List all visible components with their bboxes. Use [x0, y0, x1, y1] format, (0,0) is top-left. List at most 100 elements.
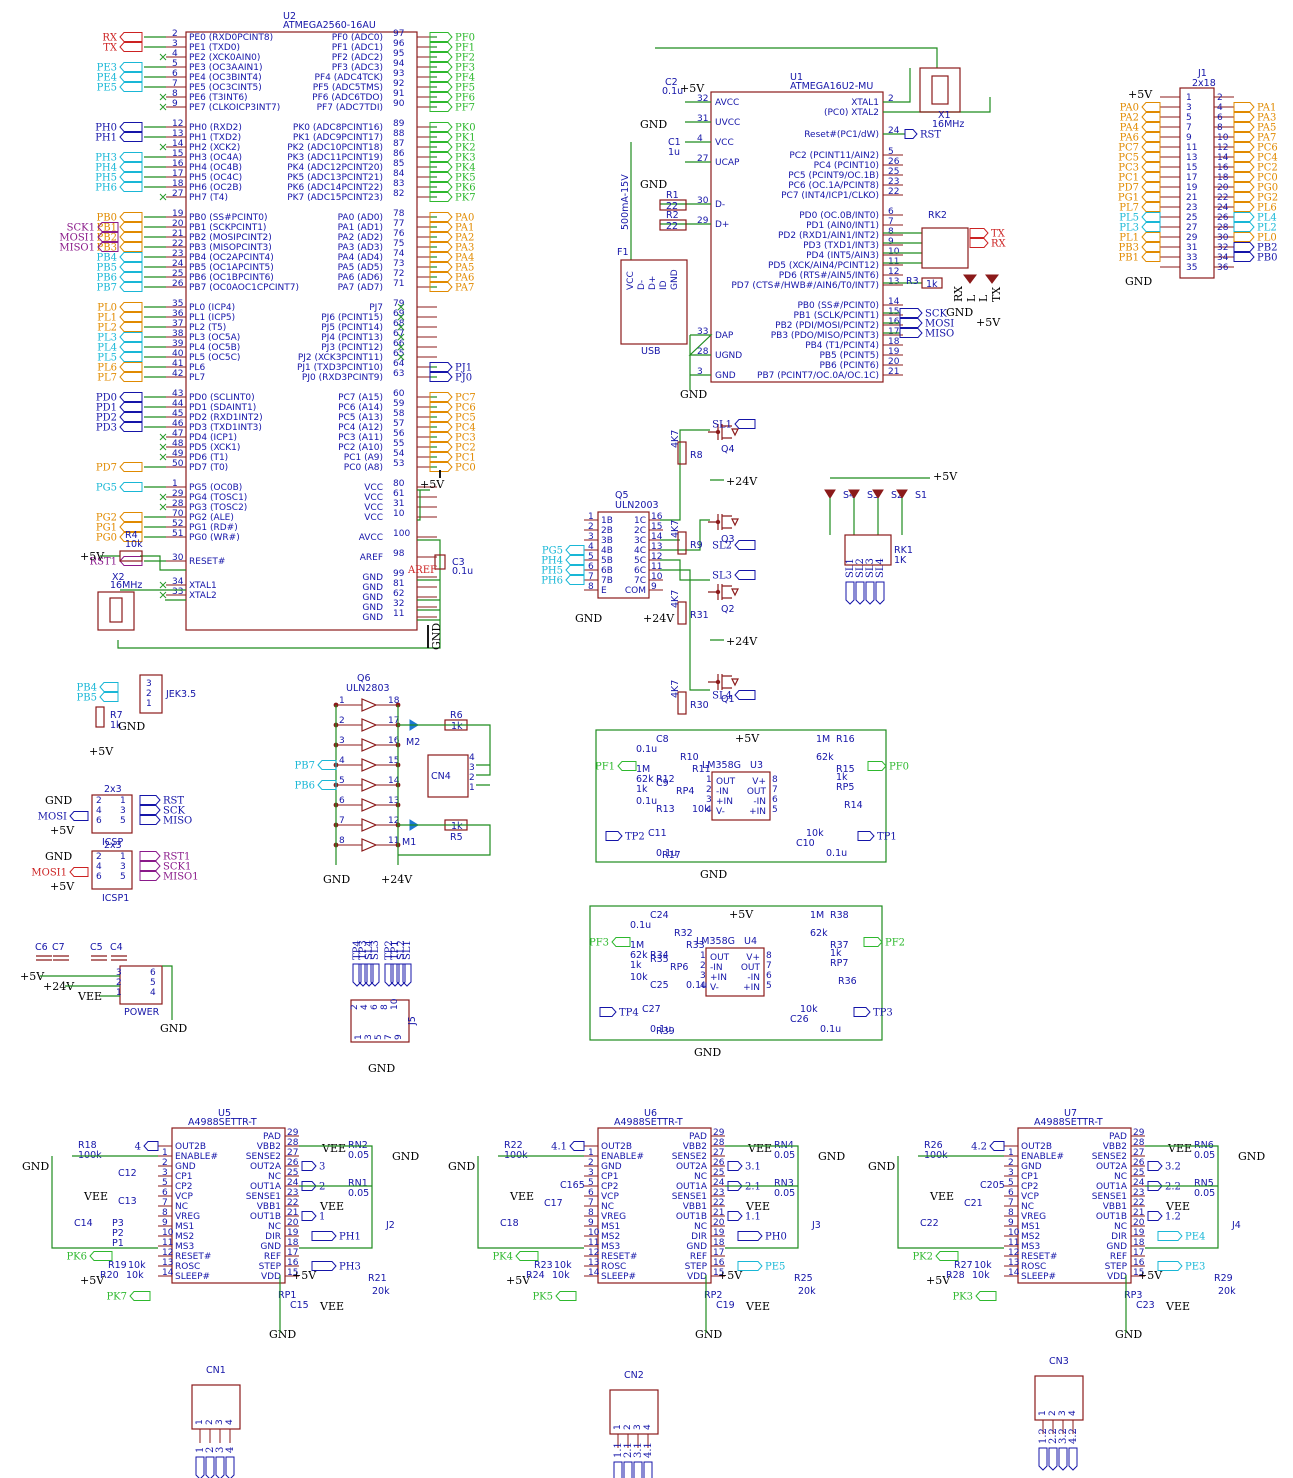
- driver-pin-number: 17: [713, 1248, 724, 1258]
- connector-pin-number: 4: [1068, 1410, 1078, 1416]
- jek-pin-number: 3: [146, 679, 152, 689]
- opamp-part-label: R39: [656, 1026, 675, 1037]
- driver-pin-name: SLEEP#: [175, 1272, 210, 1282]
- power-body: [119, 965, 163, 1005]
- driver-pin-number: 1: [162, 1148, 168, 1158]
- power-pin-number: 1: [116, 988, 122, 998]
- icsp-gnd: GND: [45, 794, 72, 807]
- driver-pin-name: VREG: [175, 1212, 200, 1222]
- net-flag-pf1: [617, 761, 637, 771]
- driver-pin-name: SENSE1: [1092, 1192, 1127, 1202]
- u2-pin-name: PE7 (CLKOICP3INT7): [189, 103, 280, 113]
- net-label-3: 3: [215, 1447, 226, 1453]
- driver-part-label: R28: [946, 1270, 965, 1281]
- net-flag-tp2: [605, 831, 623, 841]
- driver-pin-number: 9: [1008, 1218, 1014, 1228]
- u1-gnd-4: GND: [946, 306, 973, 319]
- net-flag-rst: [904, 129, 918, 139]
- driver-pin-number: 1: [588, 1148, 594, 1158]
- u2-pin-number: 79: [393, 299, 405, 309]
- u2-pin-name: PA2 (AD2): [338, 233, 383, 243]
- driver-pin-number: 9: [588, 1218, 594, 1228]
- net-label-rst1: RST1: [163, 852, 190, 863]
- driver-pin-name: VBB1: [1103, 1202, 1127, 1212]
- u2-pin-name: PE6 (T3INT6): [189, 93, 248, 103]
- opamp-pin-number: 1: [700, 951, 706, 961]
- driver-pin-number: 16: [713, 1258, 725, 1268]
- net-label-mosi: MOSI: [38, 812, 67, 823]
- driver-pin-number: 21: [287, 1208, 298, 1218]
- driver-pin-name: STEP: [259, 1262, 282, 1272]
- net-label-pl3: PL3: [97, 333, 117, 344]
- net-flag-pc0: [1233, 172, 1255, 182]
- net-flag-pa4: [429, 252, 453, 262]
- driver-part-label: R23: [534, 1260, 553, 1271]
- driver-part-label: J3: [811, 1220, 821, 1231]
- x2-value: 16MHz: [110, 580, 142, 591]
- opamp-part-label: C9: [656, 778, 669, 789]
- u2-pin-name: PF0 (ADC0): [332, 33, 383, 43]
- driver-pin-name: RESET#: [601, 1252, 637, 1262]
- net-label-pg0: PG0: [1257, 183, 1278, 194]
- aref-flag: AREF: [407, 565, 437, 576]
- driver-pin-number: 28: [1133, 1138, 1145, 1148]
- net-label-pl6: PL6: [97, 363, 117, 374]
- icsp-p5v: +5V: [50, 880, 75, 893]
- u2-pin-name: PG5 (OC0B): [189, 483, 242, 493]
- u1-pin-name: (PC0) XTAL2: [824, 108, 879, 118]
- opamp-part-label: 62k: [816, 752, 834, 763]
- net-label-ph1: PH1: [95, 133, 117, 144]
- rk1-array: [844, 534, 892, 566]
- opamp-pin-number: 5: [772, 805, 778, 815]
- u2-pin-number: 95: [393, 49, 404, 59]
- u1-pin-number: 5: [888, 147, 894, 157]
- net-label-sl1: SL1: [712, 420, 732, 431]
- opamp-part-label: RP5: [836, 782, 854, 793]
- u2-pin-name: PE0 (RXD0PCINT8): [189, 33, 273, 43]
- u2-pin-name: PC5 (A13): [338, 413, 383, 423]
- u1-pin-name: D+: [715, 220, 729, 230]
- u2-pin-name: PC2 (A10): [338, 443, 383, 453]
- net-flag-2: [301, 1181, 317, 1191]
- net-flag-pb2: [1233, 242, 1255, 252]
- net-flag-pd7: [1141, 182, 1161, 192]
- u2-pin-name: PH3 (OC4A): [189, 153, 242, 163]
- net-label-pa6: PA6: [1120, 133, 1139, 144]
- net-label-pa2: PA2: [1120, 113, 1139, 124]
- u2-pin-number: 10: [393, 509, 405, 519]
- net-flag-sl3: [734, 570, 756, 580]
- u2-pin-name: PK1 (ADC9PCINT17): [293, 133, 383, 143]
- c1-ref: C1: [668, 137, 681, 148]
- j1-gnd: GND: [1125, 275, 1152, 288]
- u2-pin-name: PH2 (XCK2): [189, 143, 240, 153]
- net-label-pb1: PB1: [97, 223, 117, 234]
- net-flag-3: [215, 1456, 225, 1478]
- u1-pin-name: GND: [715, 371, 736, 381]
- u2-pin-number: 83: [393, 179, 404, 189]
- x2-crystal: [97, 591, 135, 631]
- gate-res-r30: [677, 691, 687, 715]
- c3-ref: C3: [452, 557, 465, 568]
- q6-in-pin: 4: [339, 756, 345, 766]
- icsp-ref: ICSP1: [102, 893, 129, 904]
- net-label-pa5: PA5: [455, 263, 474, 274]
- opamp-part-label: C8: [656, 734, 669, 745]
- c2-value: 0.1u: [662, 86, 683, 97]
- driver-pin-name: CP2: [175, 1182, 192, 1192]
- net-label-pk4: PK4: [492, 1252, 513, 1263]
- net-flag-2-1: [727, 1181, 743, 1191]
- u2-p5v-reset: +5V: [80, 550, 105, 563]
- driver-pin-name: VDD: [261, 1272, 281, 1282]
- u1-pin-name: PB0 (SS#/PCINT0): [797, 301, 879, 311]
- driver-pin-name: NC: [268, 1222, 281, 1232]
- u2-left-net-flags: RXTXPE3PE4PE5PH0PH1PH3PH4PH5PH6PB0PB1PB2…: [90, 32, 167, 599]
- net-label-pa4: PA4: [455, 253, 474, 264]
- icsp-pin-number: 1: [120, 852, 126, 862]
- u2-ref: U2: [283, 11, 296, 22]
- j1-pin-number: 8: [1217, 123, 1223, 133]
- opamp-part-label: R17: [662, 850, 681, 861]
